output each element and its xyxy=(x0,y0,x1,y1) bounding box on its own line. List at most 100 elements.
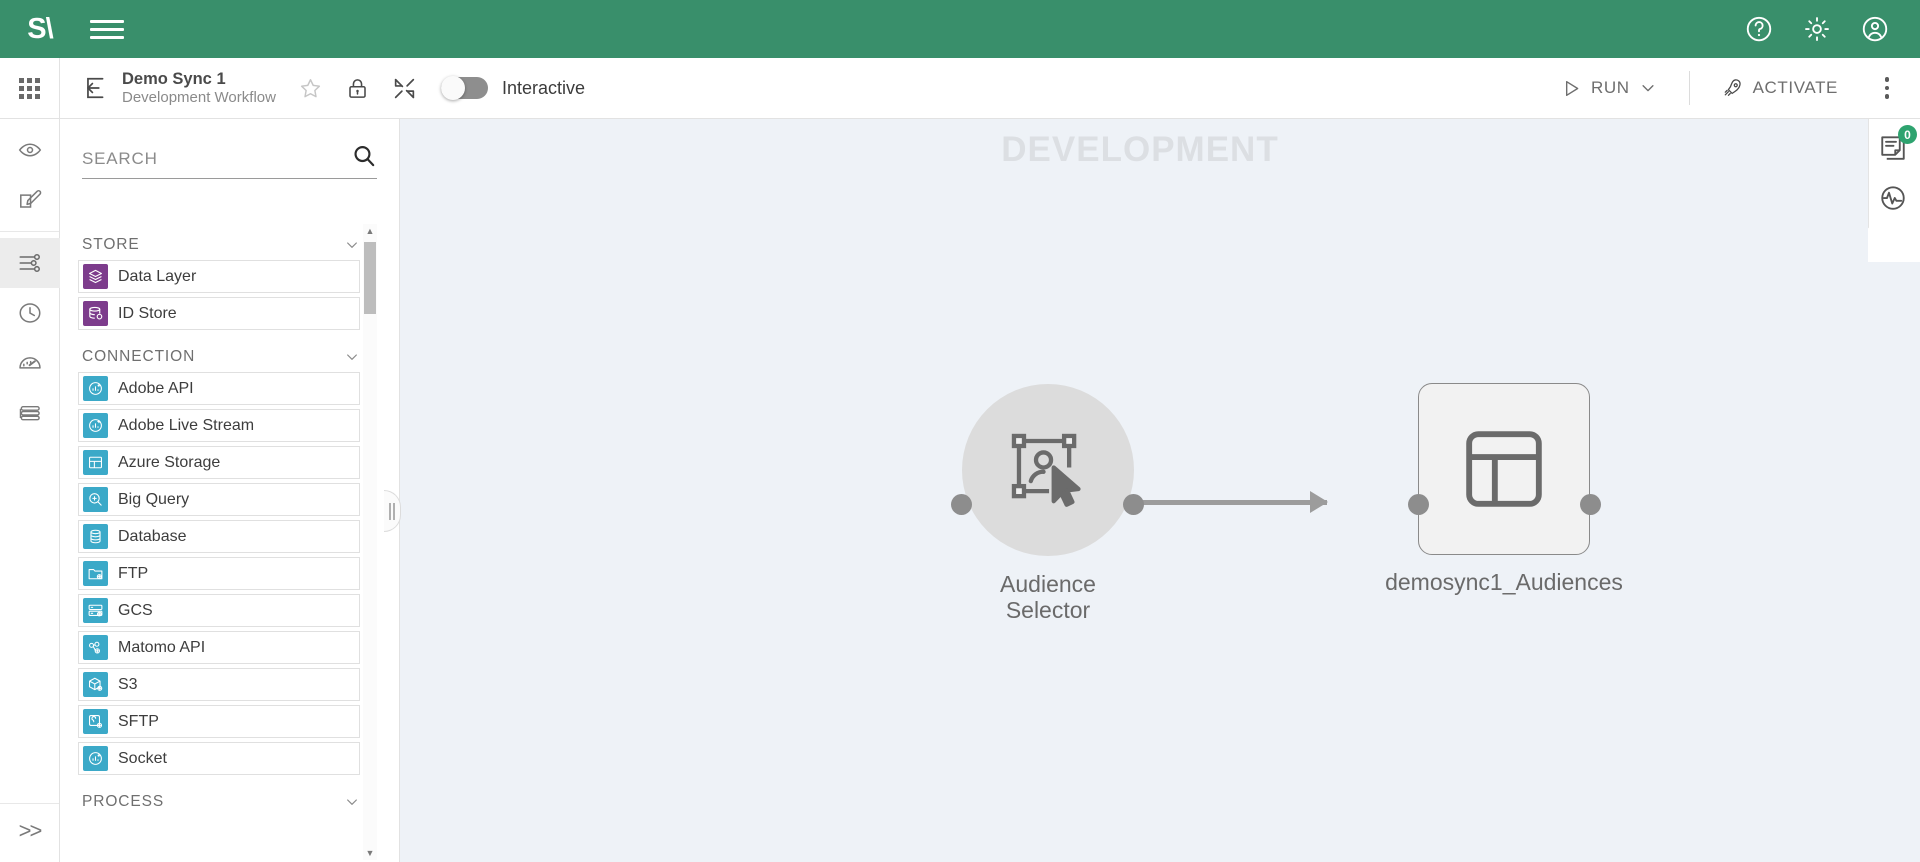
sidebar-item-view[interactable] xyxy=(0,125,60,175)
list-item-label: GCS xyxy=(118,601,153,619)
list-item[interactable]: Socket xyxy=(78,742,360,775)
list-item-label: Adobe API xyxy=(118,379,194,397)
toggle-track[interactable] xyxy=(440,76,488,100)
list-item-label: Socket xyxy=(118,749,167,767)
list-item-label: Adobe Live Stream xyxy=(118,416,255,434)
workflow-title-block: Demo Sync 1 Development Workflow xyxy=(122,70,276,106)
id-store-icon xyxy=(83,301,108,326)
settings-gear-icon[interactable] xyxy=(1802,14,1832,44)
run-label: RUN xyxy=(1590,78,1630,97)
list-item-label: ID Store xyxy=(118,304,177,322)
interactive-toggle-label: Interactive xyxy=(501,77,585,98)
group-title: STORE xyxy=(82,236,140,253)
run-button[interactable]: RUN xyxy=(1547,70,1671,107)
list-item[interactable]: Matomo API xyxy=(78,631,360,664)
ftp-icon xyxy=(83,561,108,586)
node-label-line1: Audience xyxy=(1000,571,1096,597)
list-item[interactable]: Data Layer xyxy=(78,260,360,293)
panel-scrollbar[interactable]: ▲ ▼ xyxy=(363,224,377,860)
sidebar-item-schedule[interactable] xyxy=(0,288,60,338)
component-panel: STORE Data Layer xyxy=(60,119,400,862)
search-input[interactable] xyxy=(82,149,332,169)
back-arrow-icon[interactable] xyxy=(82,75,108,101)
chevron-down-icon[interactable] xyxy=(344,237,360,253)
gauge-icon xyxy=(17,350,43,376)
kebab-menu-icon[interactable] xyxy=(1872,71,1902,105)
interactive-toggle[interactable]: Interactive xyxy=(440,76,585,100)
node-port-input-b[interactable] xyxy=(1408,494,1429,515)
list-item[interactable]: GCS xyxy=(78,594,360,627)
list-item-label: S3 xyxy=(118,675,138,693)
workflow-header-bar: Demo Sync 1 Development Workflow Interac… xyxy=(0,58,1920,119)
lock-icon[interactable] xyxy=(345,76,370,101)
star-icon[interactable] xyxy=(298,76,323,101)
clock-icon xyxy=(17,300,43,326)
list-item-label: Azure Storage xyxy=(118,453,221,471)
right-flyout-panel: 0 xyxy=(1868,119,1920,262)
list-item[interactable]: Adobe API xyxy=(78,372,360,405)
sidebar-item-configure[interactable] xyxy=(0,238,60,288)
rail-group-tools xyxy=(0,232,60,444)
collapse-arrows-icon[interactable] xyxy=(392,76,417,101)
node-demosync1-audiences[interactable] xyxy=(1418,383,1590,555)
list-item[interactable]: S3 xyxy=(78,668,360,701)
s3-icon xyxy=(83,672,108,697)
edit-compose-icon xyxy=(17,187,43,213)
group-header-connection[interactable]: CONNECTION xyxy=(82,348,360,366)
header-divider xyxy=(1688,71,1690,105)
list-item[interactable]: ID Store xyxy=(78,297,360,330)
gcs-icon xyxy=(83,598,108,623)
page-title: Demo Sync 1 xyxy=(122,69,226,88)
node-port-input-a[interactable] xyxy=(951,494,972,515)
list-item[interactable]: Adobe Live Stream xyxy=(78,409,360,442)
scrollbar-thumb[interactable] xyxy=(364,242,376,314)
sliders-icon xyxy=(17,250,43,276)
list-item[interactable]: Azure Storage xyxy=(78,446,360,479)
sidebar-item-monitor[interactable] xyxy=(0,338,60,388)
pulse-monitor-icon[interactable] xyxy=(1878,183,1910,215)
user-account-icon[interactable] xyxy=(1860,14,1890,44)
list-item[interactable]: Database xyxy=(78,520,360,553)
node-port-output-b[interactable] xyxy=(1580,494,1601,515)
list-item[interactable]: Big Query xyxy=(78,483,360,516)
component-list-scroll[interactable]: STORE Data Layer xyxy=(60,224,399,862)
app-logo[interactable]: S\ xyxy=(27,12,53,45)
sidebar-item-edit[interactable] xyxy=(0,175,60,225)
store-item-list: Data Layer ID Store xyxy=(78,260,360,330)
search-row xyxy=(82,143,377,179)
activate-label: ACTIVATE xyxy=(1752,78,1838,97)
rail-group-view xyxy=(0,119,59,232)
rocket-icon xyxy=(1722,77,1744,99)
hamburger-icon[interactable] xyxy=(90,12,124,46)
connection-item-list: Adobe API Adobe Live Stream Azure Storag… xyxy=(78,372,360,775)
edge-connector[interactable] xyxy=(1115,500,1327,505)
node-label-audience-selector: Audience Selector xyxy=(932,571,1164,624)
search-icon[interactable] xyxy=(351,143,377,169)
azure-storage-icon xyxy=(83,450,108,475)
sidebar-item-layers[interactable] xyxy=(0,388,60,438)
list-item-label: FTP xyxy=(118,564,149,582)
group-header-store[interactable]: STORE xyxy=(82,236,360,254)
apps-grid-icon[interactable] xyxy=(0,58,60,118)
workflow-subtitle: Development Workflow xyxy=(122,88,276,106)
left-rail: >> xyxy=(0,119,60,862)
chevron-down-icon[interactable] xyxy=(344,794,360,810)
workflow-canvas[interactable]: DEVELOPMENT Audience Selector xyxy=(400,119,1920,862)
chevron-down-icon[interactable] xyxy=(1639,79,1657,97)
notes-icon[interactable] xyxy=(1878,133,1910,165)
adobe-live-stream-icon xyxy=(83,413,108,438)
group-header-process[interactable]: PROCESS xyxy=(82,793,360,811)
rail-expand-button[interactable]: >> xyxy=(18,818,43,843)
node-port-output-a[interactable] xyxy=(1123,494,1144,515)
node-label-demosync1-audiences: demosync1_Audiences xyxy=(1385,569,1623,595)
activate-button[interactable]: ACTIVATE xyxy=(1708,69,1852,107)
triangle-up-icon[interactable]: ▲ xyxy=(365,226,375,236)
node-audience-selector[interactable] xyxy=(962,384,1134,556)
top-bar-actions xyxy=(1744,14,1890,44)
list-item[interactable]: FTP xyxy=(78,557,360,590)
list-item[interactable]: SFTP xyxy=(78,705,360,738)
help-icon[interactable] xyxy=(1744,14,1774,44)
chevron-down-icon[interactable] xyxy=(344,349,360,365)
triangle-down-icon[interactable]: ▼ xyxy=(365,848,375,858)
list-item-label: Matomo API xyxy=(118,638,206,656)
